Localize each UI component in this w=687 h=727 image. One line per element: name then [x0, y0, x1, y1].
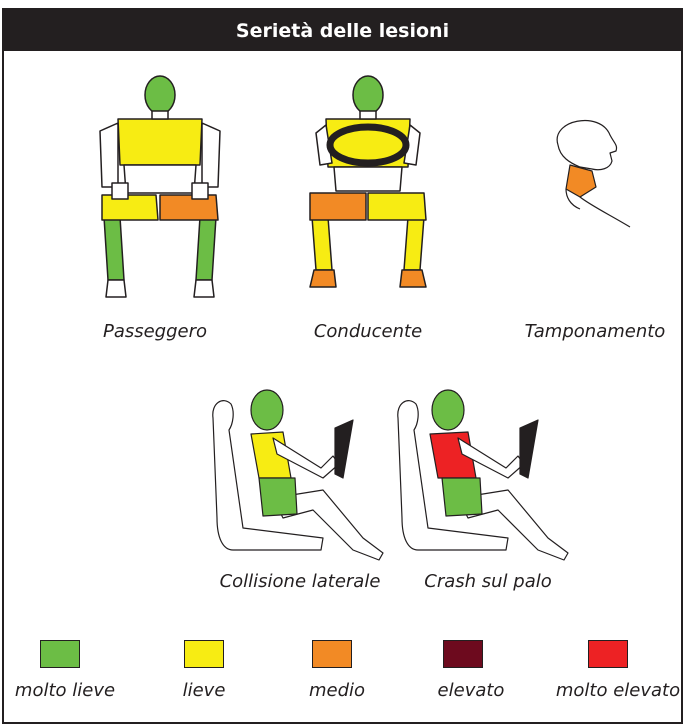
caption-passenger: Passeggero: [102, 321, 208, 342]
legend-label-lieve: lieve: [182, 680, 226, 701]
legend-swatch-lieve: [184, 640, 224, 668]
caption-side-impact: Collisione laterale: [219, 571, 381, 592]
legend-label-molto-elevato: molto elevato: [555, 680, 681, 701]
figure-title: Serietà delle lesioni: [4, 10, 681, 51]
caption-driver: Conducente: [313, 321, 423, 342]
passenger-figure: [99, 75, 221, 298]
legend-swatch-medio: [312, 640, 352, 668]
legend-swatch-molto-lieve: [40, 640, 80, 668]
legend-label-medio: medio: [308, 680, 366, 701]
legend-label-molto-lieve: molto lieve: [14, 680, 116, 701]
legend-label-elevato: elevato: [437, 680, 505, 701]
legend-swatch-molto-elevato: [588, 640, 628, 668]
side-impact-figure: [212, 389, 384, 561]
driver-figure: [309, 75, 427, 288]
legend-swatch-elevato: [443, 640, 483, 668]
caption-rear-impact: Tamponamento: [524, 321, 666, 342]
pole-crash-figure: [397, 389, 569, 561]
caption-pole-crash: Crash sul palo: [424, 571, 552, 592]
rear-impact-figure: [556, 120, 631, 228]
